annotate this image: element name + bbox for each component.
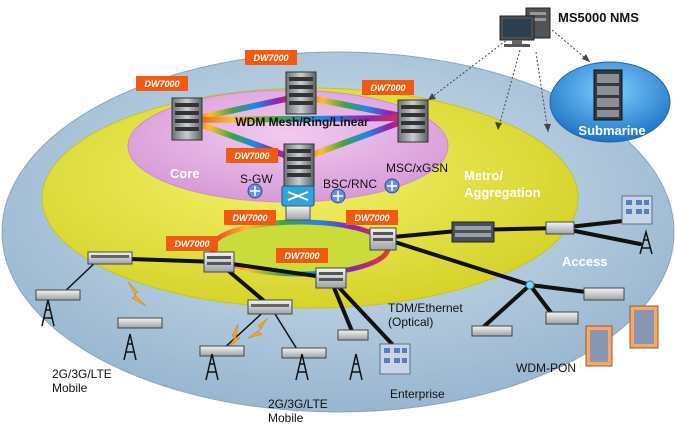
metro-device-right [369,227,397,251]
wireless-bolts [127,281,269,349]
core-device-right [397,99,429,143]
mobile-device-3 [199,345,245,357]
router-icon-sgw [247,183,263,199]
nms-title: MS5000 NMS [558,10,639,25]
core-device-top [285,71,317,115]
access-device-far-right [545,221,575,235]
antenna-tower-icon [41,229,653,381]
dw7000-tag-left: DW7000 [136,76,188,91]
mobile-device-1 [35,289,81,301]
submarine-label: Submarine [578,123,645,138]
switch-icon [281,185,315,221]
svg-text:DW7000: DW7000 [354,213,389,223]
enterprise-label: Enterprise [390,387,445,401]
mobile-left-label-1: 2G/3G/LTE [52,367,112,381]
svg-text:DW7000: DW7000 [144,79,179,89]
tdm-label-1: TDM/Ethernet [388,301,463,315]
access-device-left [87,251,133,265]
building-icon-enterprise [379,343,411,375]
dw7000-tag-agg-far-left: DW7000 [166,236,218,251]
svg-text:DW7000: DW7000 [234,151,269,161]
metro-rack-right [451,221,495,243]
access-device-pon-2 [545,311,579,325]
svg-text:DW7000: DW7000 [284,251,319,261]
access-device-tdm [337,329,369,341]
nms-links [427,29,591,133]
mobile-mid-label-1: 2G/3G/LTE [268,397,328,411]
dw7000-tag-agg-bottom: DW7000 [276,248,328,263]
building-icon-pon-1 [585,325,613,367]
svg-text:DW7000: DW7000 [174,239,209,249]
nms-arrow-2 [495,122,502,130]
msc-label: MSC/xGSN [386,161,448,175]
nms-arrow-4 [582,54,590,62]
core-label: Core [170,166,200,181]
mobile-mid-label-2: Mobile [268,411,304,425]
nms-arrow-1 [428,93,436,100]
nms-computer-icon [499,7,551,47]
tdm-label-2: (Optical) [388,315,433,329]
building-icon [621,195,653,225]
router-icon-msc [384,178,400,194]
mobile-left-label-2: Mobile [52,381,88,395]
metro-label-line2: Aggregation [464,185,541,200]
access-label: Access [562,254,608,269]
dw7000-tag-right: DW7000 [362,80,414,95]
wdm-mesh-label: WDM Mesh/Ring/Linear [235,115,369,129]
mobile-device-2 [117,317,163,329]
svg-text:DW7000: DW7000 [370,83,405,93]
core-device-left [171,97,203,141]
mobile-device-4 [281,347,327,359]
metro-device-bottom [315,267,347,289]
metro-device-left [203,251,235,273]
splitter-node [525,280,535,290]
core-device-center [283,143,315,187]
submarine-rack-icon [593,69,623,121]
access-device-mid [247,299,293,315]
dw7000-tag-agg-right: DW7000 [346,210,398,225]
metro-label-line1: Metro/ [464,168,503,183]
svg-text:DW7000: DW7000 [232,213,267,223]
svg-text:DW7000: DW7000 [253,53,288,63]
wdm-pon-label: WDM-PON [516,361,576,375]
sgw-label: S-GW [240,172,273,186]
access-device-pon-1 [471,325,513,337]
dw7000-tag-agg-left: DW7000 [224,210,276,225]
dw7000-tag-top: DW7000 [245,50,297,65]
bsc-rnc-label: BSC/RNC [323,177,377,191]
router-icon-bsc [330,188,346,204]
nms-arrow-3 [544,124,551,132]
dw7000-tag-core-center: DW7000 [226,148,278,163]
access-device-pon-3 [583,287,625,301]
building-icon-pon-2 [629,305,659,349]
